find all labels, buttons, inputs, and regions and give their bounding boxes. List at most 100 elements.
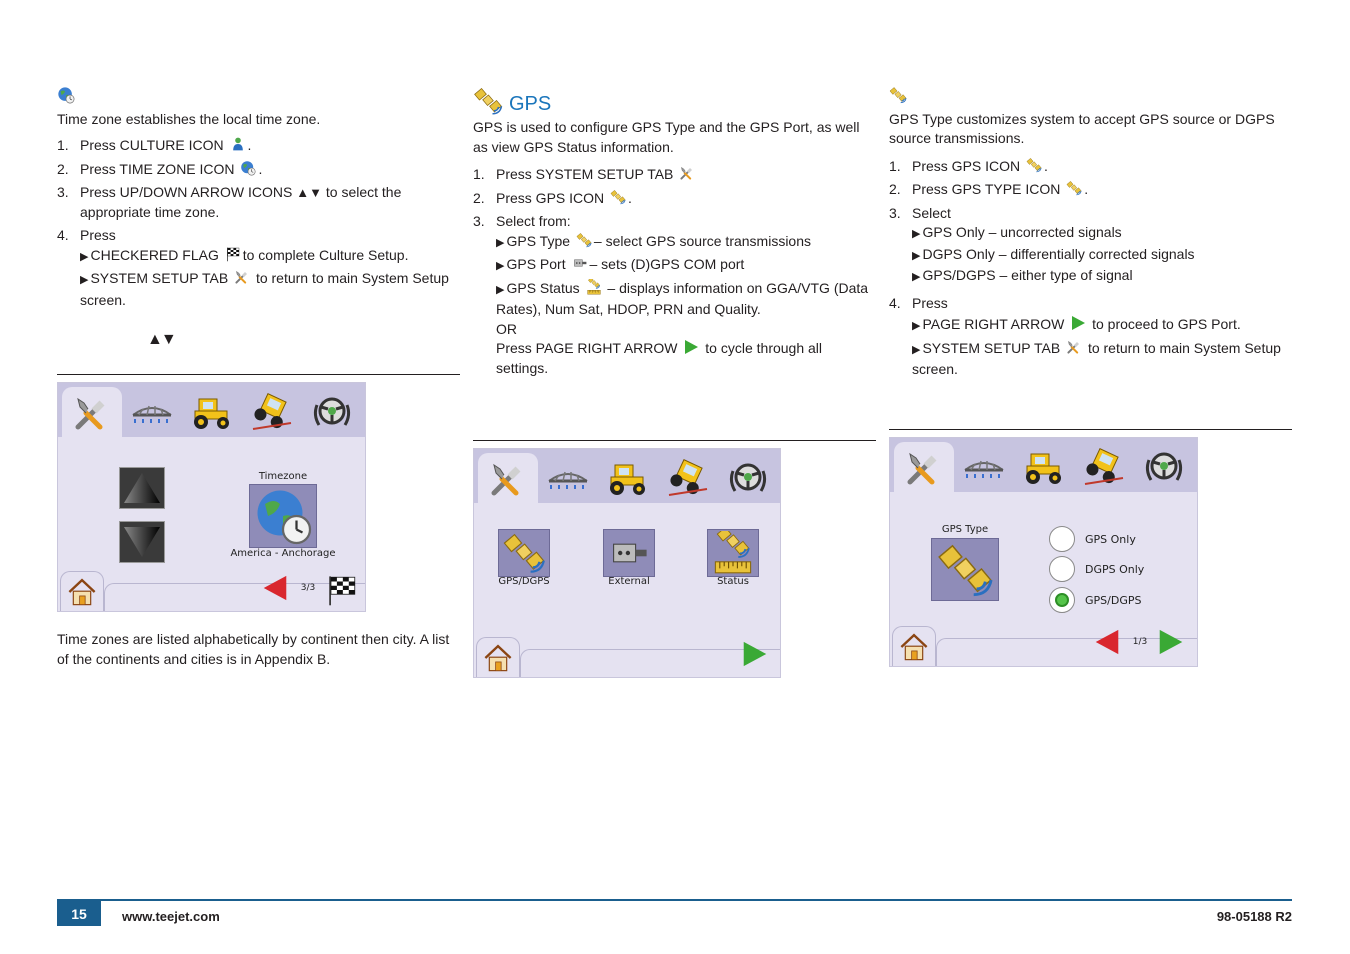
gps-icon: [610, 189, 626, 205]
tab-implement[interactable]: [954, 441, 1014, 491]
time-zone-icon: [240, 160, 256, 176]
page-number: 15: [57, 901, 101, 926]
page-indicator: 1/3: [1132, 637, 1148, 647]
left-step-2: 2. Press TIME ZONE ICON .: [57, 160, 263, 177]
left-substeps: ▶CHECKERED FLAG to complete Culture Setu…: [80, 246, 449, 308]
tractor-icon: [189, 391, 235, 431]
gps-title: GPS: [509, 93, 552, 115]
bottom-bar-frame: [936, 638, 1197, 666]
gps-type-button[interactable]: [931, 538, 999, 601]
radio-gps-dgps-label: GPS/DGPS: [1085, 593, 1142, 607]
radio-gps-dgps[interactable]: GPS/DGPS: [1049, 587, 1141, 613]
left-column: Time zone establishes the local time zon…: [57, 86, 457, 350]
tab-tilt[interactable]: [658, 452, 718, 502]
middle-step-3: 3. Select from:: [473, 213, 571, 229]
timezone-label: Timezone: [258, 471, 308, 482]
or-text: OR: [496, 320, 517, 337]
boom-icon: [545, 457, 591, 497]
footer-rule: [57, 899, 1292, 901]
middle-step-1: 1. Press SYSTEM SETUP TAB: [473, 165, 873, 185]
bottom-bar-frame: [520, 649, 780, 677]
down-arrow-icon: [124, 527, 160, 557]
gps-satellite-icon: [501, 531, 547, 575]
right-press-options: ▶PAGE RIGHT ARROW to proceed to GPS Port…: [912, 316, 1281, 377]
gps-type-icon: [889, 86, 907, 104]
globe-clock-icon: [252, 486, 314, 546]
gps-status-tile-label: Status: [717, 576, 749, 587]
radio-dgps-only-label: DGPS Only: [1085, 562, 1145, 576]
timezone-button[interactable]: [249, 484, 317, 548]
tab-bar: [890, 438, 1197, 494]
page-left-arrow-icon[interactable]: [262, 573, 288, 603]
tractor-icon: [605, 457, 651, 497]
down-arrow-icon: ▼: [309, 185, 322, 200]
radio-circle: [1049, 526, 1075, 552]
right-intro: GPS Type customizes system to accept GPS…: [889, 110, 1275, 147]
page-right-arrow-icon[interactable]: [1158, 627, 1184, 657]
bottom-bar: [58, 567, 365, 611]
gps-type-screen: GPS Type GPS Only DGPS Only GPS/DGPS 1/3: [889, 437, 1198, 667]
tab-vehicle[interactable]: [1014, 441, 1074, 491]
tab-steering[interactable]: [302, 386, 362, 436]
bottom-bar: [474, 633, 780, 677]
gps-status-button[interactable]: [707, 529, 759, 577]
home-button[interactable]: [60, 571, 104, 611]
tab-vehicle[interactable]: [598, 452, 658, 502]
left-divider: [57, 374, 460, 375]
tractor-icon: [1021, 446, 1067, 486]
up-down-arrows-icon: ▲▼: [147, 331, 177, 348]
gps-port-tile-label: External: [608, 576, 650, 587]
tab-tilt[interactable]: [242, 386, 302, 436]
gps-type-label: GPS Type: [941, 524, 989, 535]
gps-port-button[interactable]: [603, 529, 655, 577]
right-step-2: 2. Press GPS TYPE ICON .: [889, 181, 1089, 197]
page-indicator: 3/3: [300, 583, 316, 593]
bullet-triangle-icon: ▶: [912, 228, 921, 240]
tab-system-setup[interactable]: [894, 442, 954, 494]
home-icon: [898, 632, 930, 662]
tools-icon: [69, 393, 115, 433]
tab-system-setup[interactable]: [478, 453, 538, 505]
tab-steering[interactable]: [718, 452, 778, 502]
tools-icon: [901, 448, 947, 488]
tab-steering[interactable]: [1134, 441, 1194, 491]
tab-vehicle[interactable]: [182, 386, 242, 436]
bullet-triangle-icon: ▶: [912, 343, 921, 356]
bullet-triangle-icon: ▶: [912, 249, 921, 262]
radio-circle-selected: [1049, 587, 1075, 613]
page-right-arrow-icon[interactable]: [742, 639, 768, 669]
gps-satellite-icon: [934, 541, 996, 599]
bullet-triangle-icon: ▶: [496, 283, 505, 296]
right-divider: [889, 429, 1292, 430]
tilt-tractor-icon: [1081, 446, 1127, 486]
up-arrow-button[interactable]: [119, 467, 165, 509]
gps-type-tile-label: GPS/DGPS: [498, 576, 550, 587]
checkered-flag-icon[interactable]: [324, 573, 360, 607]
radio-gps-only[interactable]: GPS Only: [1049, 526, 1136, 552]
bullet-triangle-icon: ▶: [496, 236, 505, 249]
footer-url: www.teejet.com: [122, 909, 220, 924]
up-arrow-icon: [124, 473, 160, 503]
bottom-bar-frame: [104, 583, 365, 611]
tab-system-setup[interactable]: [62, 387, 122, 439]
gps-heading: GPS: [473, 86, 873, 116]
gps-icon: [473, 86, 503, 116]
middle-column: GPS GPS is used to configure GPS Type an…: [473, 86, 873, 378]
radio-gps-only-label: GPS Only: [1085, 532, 1136, 546]
page-left-arrow-icon[interactable]: [1094, 627, 1120, 657]
home-button[interactable]: [476, 637, 520, 677]
gps-status-icon: [710, 531, 756, 575]
tab-implement[interactable]: [122, 386, 182, 436]
down-arrow-button[interactable]: [119, 521, 165, 563]
middle-substeps: ▶GPS Type – select GPS source transmissi…: [473, 232, 873, 379]
tab-implement[interactable]: [538, 452, 598, 502]
bullet-triangle-icon: ▶: [912, 271, 921, 283]
tilt-tractor-icon: [249, 391, 295, 431]
tab-bar: [58, 383, 365, 439]
steering-icon: [1141, 446, 1187, 486]
gps-type-button[interactable]: [498, 529, 550, 577]
steering-icon: [309, 391, 355, 431]
radio-dgps-only[interactable]: DGPS Only: [1049, 556, 1144, 582]
tab-tilt[interactable]: [1074, 441, 1134, 491]
home-button[interactable]: [892, 626, 936, 666]
